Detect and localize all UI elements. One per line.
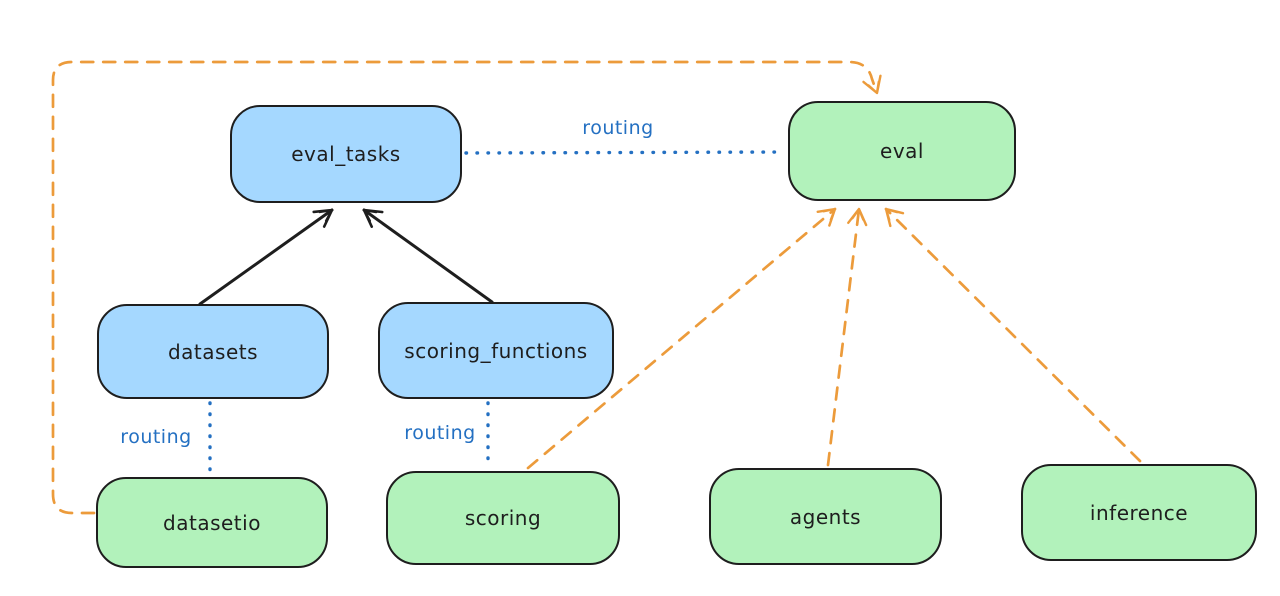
edge-scoring-to-eval (526, 207, 837, 470)
edge-label-routing-eval-tasks-eval: routing (582, 117, 654, 139)
node-scoring: scoring (386, 471, 620, 565)
node-datasets: datasets (97, 304, 329, 399)
edge-datasets-to-eval-tasks (198, 208, 334, 306)
edge-inference-to-eval (884, 207, 1142, 463)
node-inference: inference (1021, 464, 1257, 561)
edge-label-routing-datasets-datasetio: routing (120, 426, 192, 448)
node-scoring-functions: scoring_functions (378, 302, 614, 399)
edge-eval-tasks-to-eval-routing (464, 150, 786, 155)
node-datasetio: datasetio (96, 477, 328, 568)
node-eval-tasks: eval_tasks (230, 105, 462, 203)
edge-scoring-functions-to-eval-tasks (362, 208, 494, 304)
edge-label-routing-scoring-functions-scoring: routing (404, 422, 476, 444)
node-agents: agents (709, 468, 942, 565)
node-eval: eval (788, 101, 1016, 201)
edge-agents-to-eval (826, 207, 868, 467)
